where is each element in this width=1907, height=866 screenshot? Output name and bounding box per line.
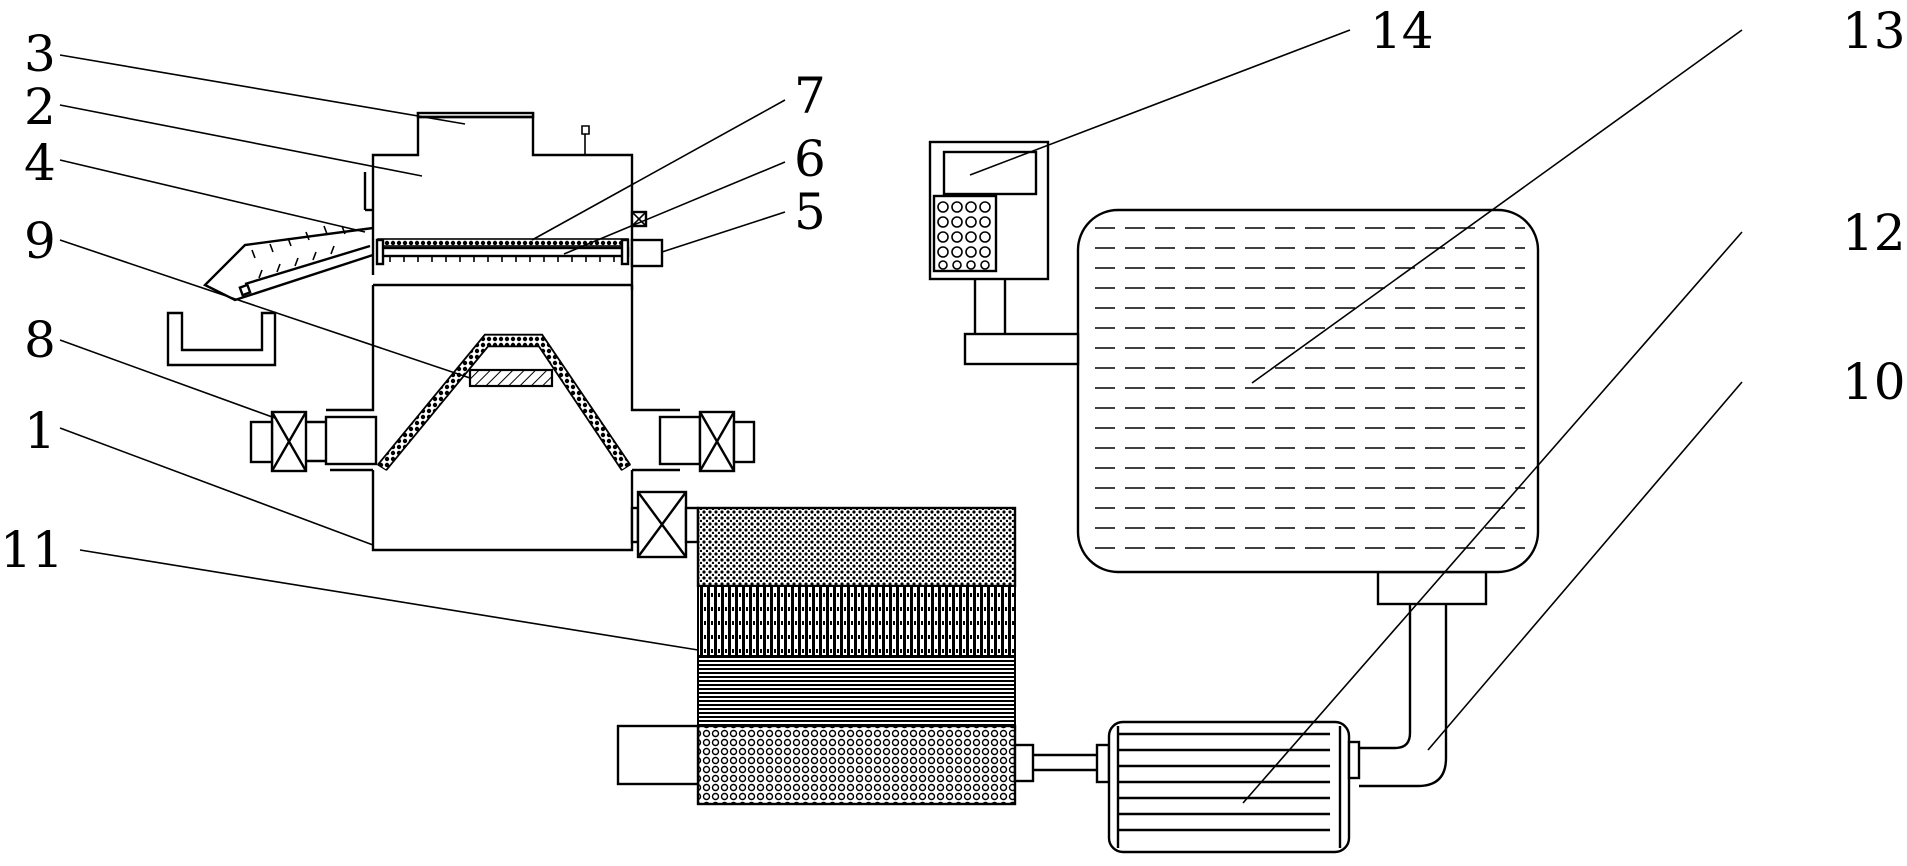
tank-body — [1076, 208, 1540, 574]
filter-layer-fiber — [697, 585, 1016, 657]
label-3: 3 — [24, 25, 56, 83]
tank-water-dashes — [1095, 227, 1525, 549]
reactor-vessel — [166, 111, 756, 559]
label-9: 9 — [24, 212, 56, 270]
label-2: 2 — [24, 78, 56, 136]
label-8: 8 — [24, 311, 56, 369]
right-valve — [658, 410, 756, 473]
filter-layer-top — [696, 506, 1017, 588]
scraper-teeth — [389, 256, 615, 262]
part-labels: 3 2 4 9 8 1 11 7 6 5 14 13 12 10 — [0, 2, 1906, 579]
discharge-chute — [202, 225, 374, 302]
pump-body — [1107, 720, 1351, 854]
bottom-outlet-valve — [630, 490, 700, 559]
filter-inlet-pipe — [616, 724, 700, 786]
scraper-bar — [376, 246, 630, 258]
label-5: 5 — [794, 183, 826, 241]
pump-outlet — [1347, 740, 1361, 780]
baffle-block — [468, 368, 554, 388]
controller-keypad — [932, 194, 998, 273]
controller-screen — [942, 150, 1038, 196]
label-12: 12 — [1842, 204, 1906, 262]
conical-baffle — [377, 333, 631, 471]
label-1: 1 — [24, 402, 56, 460]
keypad-keys — [937, 201, 991, 270]
filter-outlet-stub — [1013, 743, 1035, 783]
label-13: 13 — [1842, 2, 1906, 60]
tank-outlet-flange — [1376, 570, 1488, 606]
label-14: 14 — [1370, 2, 1434, 60]
filter-layer-granular — [696, 724, 1017, 806]
water-tank — [1076, 208, 1540, 574]
leader-lines — [59, 29, 1743, 804]
controller-connector — [963, 332, 1080, 366]
pipe-10 — [1359, 570, 1488, 788]
left-valve — [249, 410, 378, 473]
label-6: 6 — [794, 130, 826, 188]
pump — [1095, 720, 1361, 854]
filter-layer-lines — [697, 655, 1016, 727]
drive-motor-box — [630, 238, 664, 268]
label-11: 11 — [0, 521, 64, 579]
controller — [928, 140, 1080, 366]
label-4: 4 — [24, 134, 56, 192]
label-10: 10 — [1842, 353, 1906, 411]
collection-tray — [166, 311, 277, 367]
label-7: 7 — [794, 67, 826, 125]
filter-column — [616, 506, 1097, 806]
